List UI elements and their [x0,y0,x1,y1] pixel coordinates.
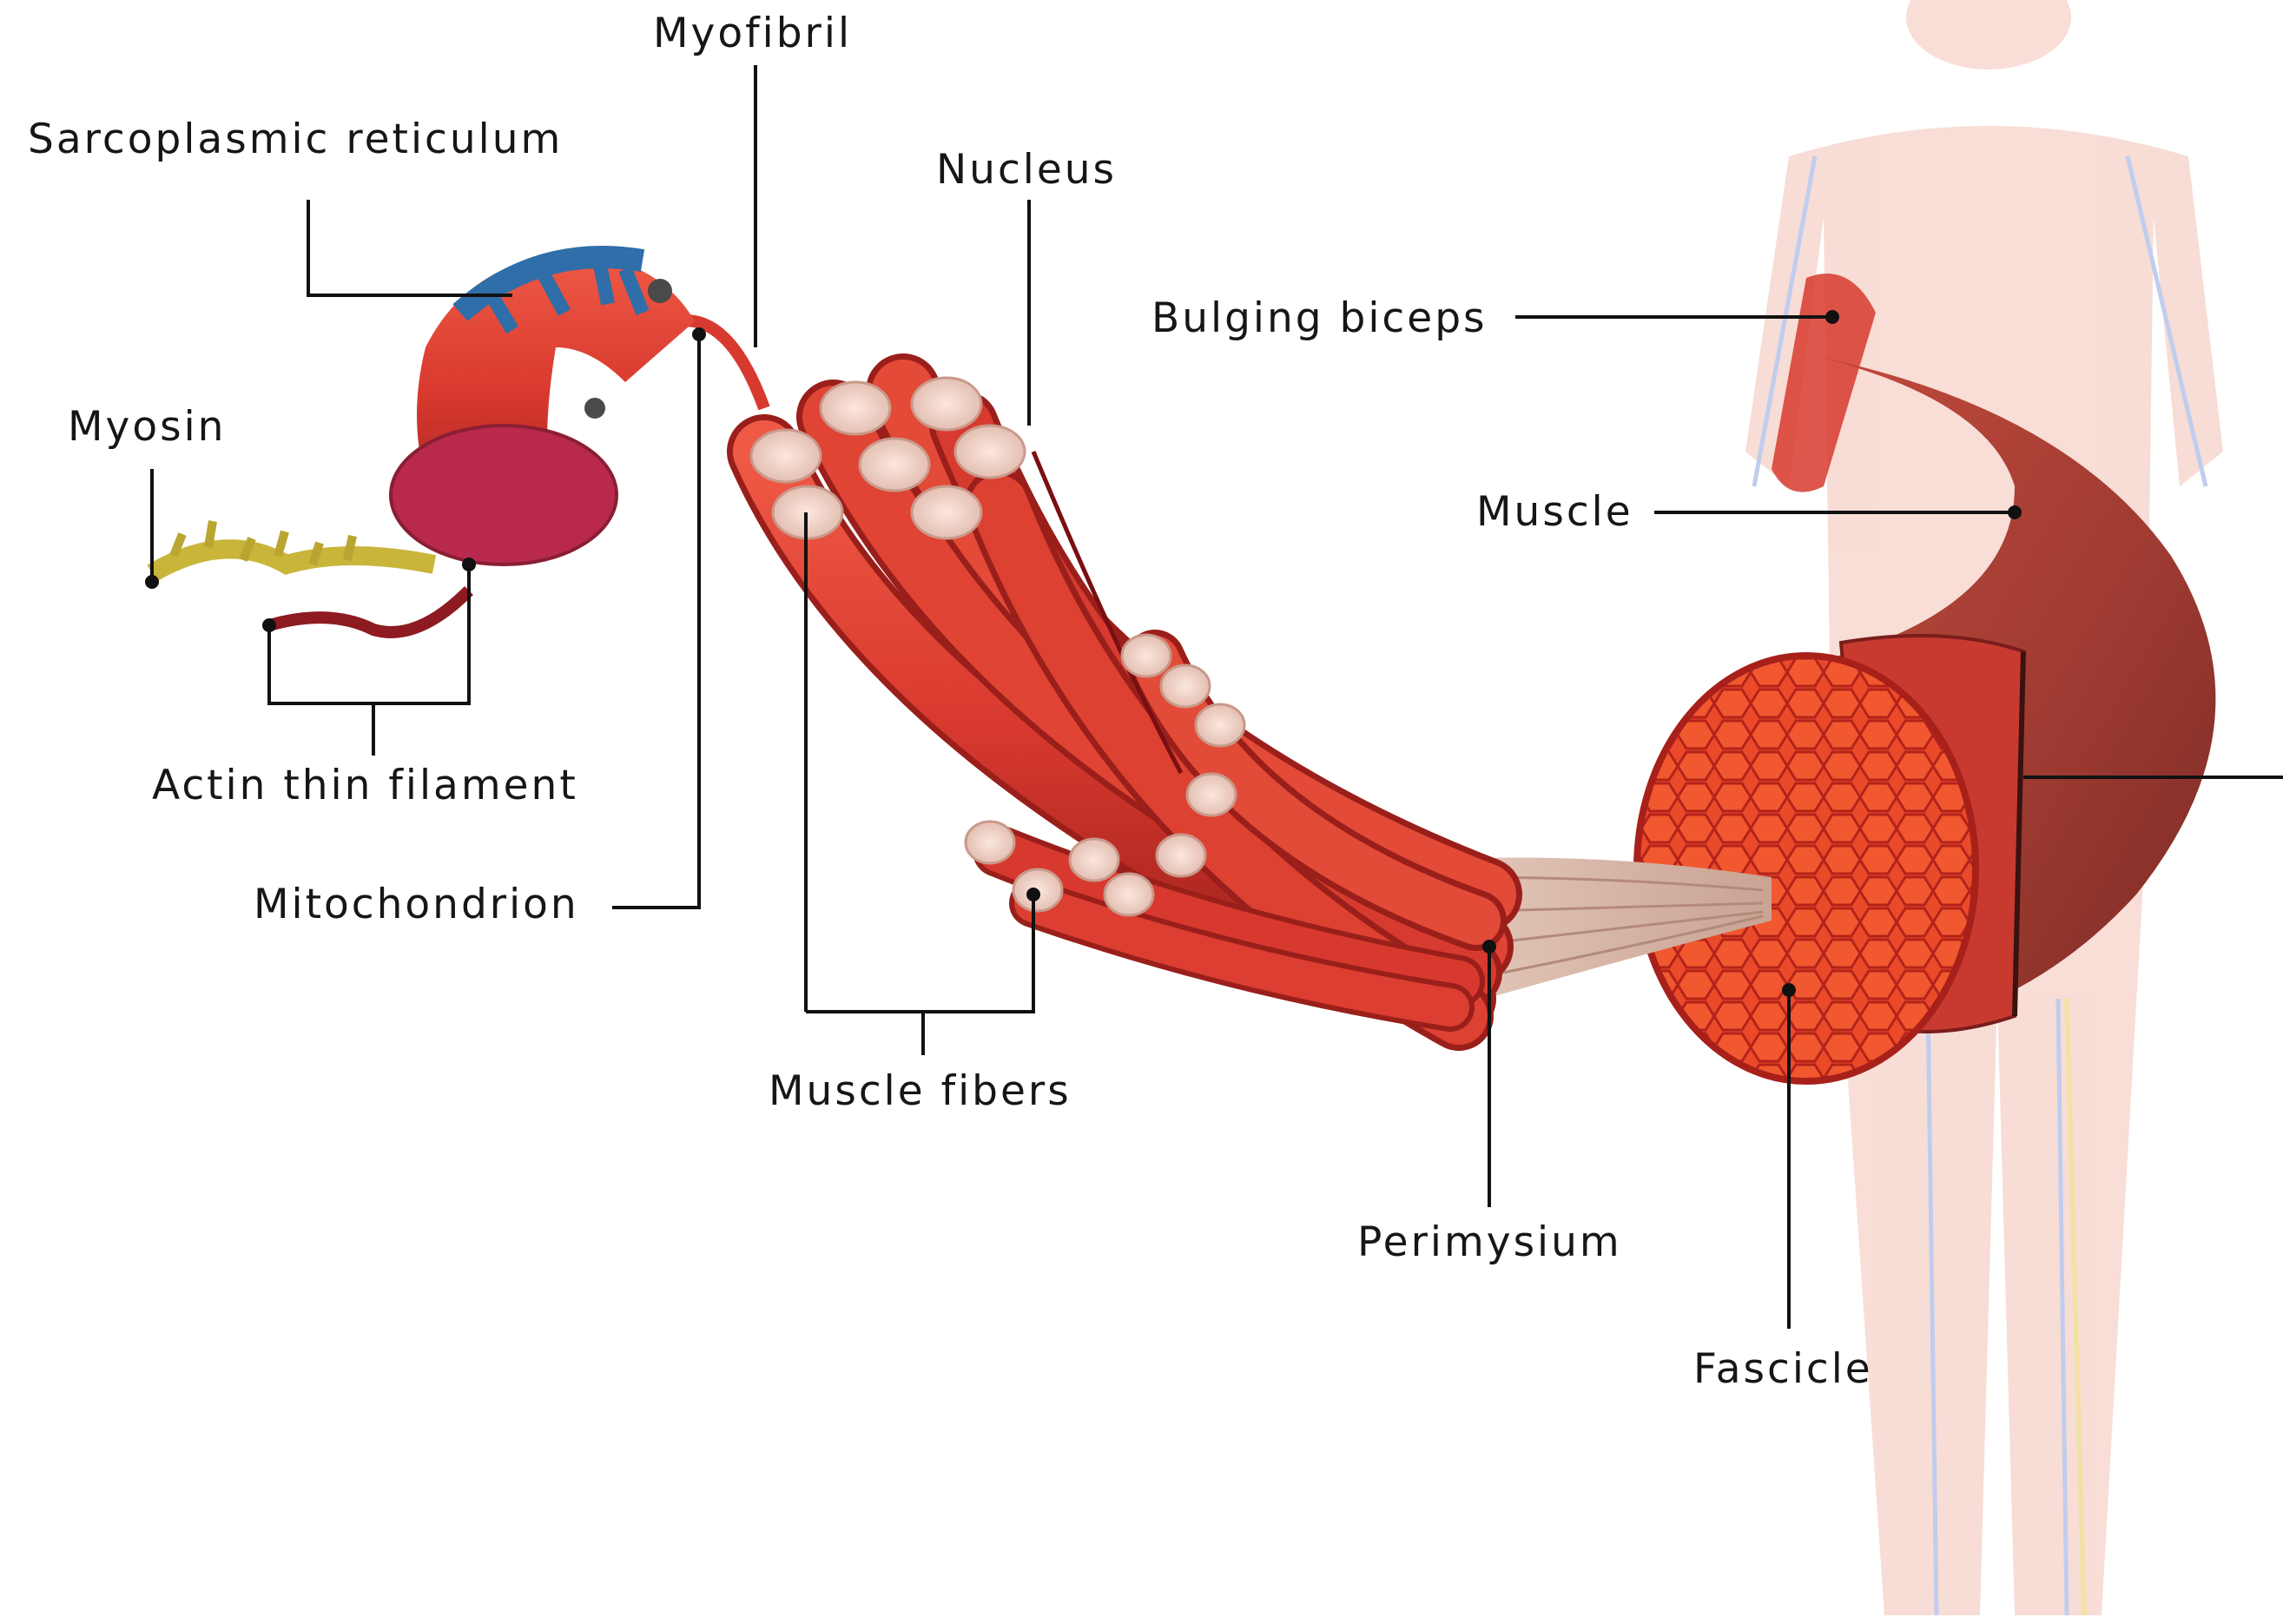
myofibril-segment [391,252,695,564]
label-muscle: Muscle [1476,492,1633,532]
label-nucleus: Nucleus [936,149,1117,190]
label-bulging-biceps: Bulging biceps [1151,298,1488,339]
label-actin-thin-filament: Actin thin filament [152,765,578,806]
label-perimysium: Perimysium [1357,1222,1622,1263]
label-myosin: Myosin [68,406,226,447]
myosin-strand [152,549,434,573]
label-muscle-fibers: Muscle fibers [769,1071,1072,1112]
label-myofibril: Myofibril [653,13,852,54]
label-fascicle: Fascicle [1693,1349,1873,1390]
label-mitochondrion: Mitochondrion [254,884,579,925]
label-sarcoplasmic-reticulum: Sarcoplasmic reticulum [28,119,563,160]
myofibril-thread [677,320,764,408]
actin-strand [269,591,469,632]
